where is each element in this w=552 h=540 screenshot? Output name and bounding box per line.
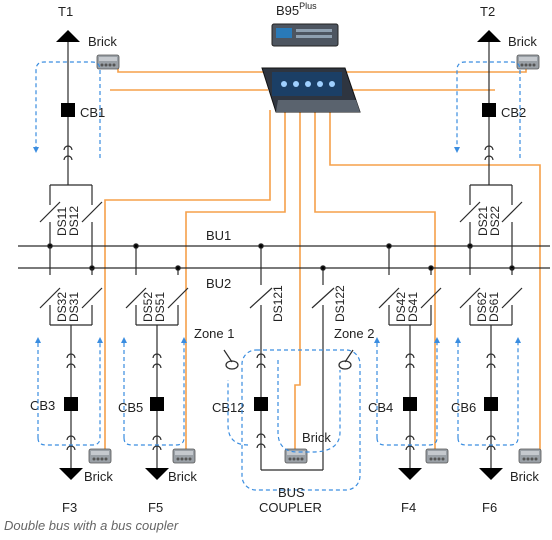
ds122-label: DS122: [333, 285, 347, 322]
ds41-label: DS41: [406, 292, 420, 322]
brick-f3-label: Brick: [84, 469, 113, 484]
brick-f5-label: Brick: [168, 469, 197, 484]
zone-loop-f4: [376, 337, 440, 446]
breaker-cb2: [482, 103, 496, 117]
brick-f4: [425, 448, 449, 464]
fiber-link-brick-t1: [117, 62, 268, 73]
figure-caption: Double bus with a bus coupler: [4, 518, 179, 533]
bu2-label: BU2: [206, 276, 231, 291]
ds42-label: DS42: [394, 292, 408, 322]
bay-f3: [39, 246, 103, 480]
breaker-cb1: [61, 103, 75, 117]
transformer-t1-arrow: [56, 30, 80, 42]
feeder-f3-label: F3: [62, 500, 77, 515]
zone1-label: Zone 1: [194, 326, 234, 341]
cb3-label: CB3: [30, 398, 55, 413]
brick-t2-label: Brick: [508, 34, 537, 49]
feeder-f4-label: F4: [401, 500, 416, 515]
brick-coupler: [284, 448, 308, 464]
ds11-label: DS11: [55, 207, 69, 236]
brick-t1: [96, 54, 120, 70]
ds21-label: DS21: [476, 206, 490, 236]
zone-loop-coupler: [227, 360, 341, 453]
ds32-label: DS32: [55, 292, 69, 322]
ds31-label: DS31: [67, 292, 81, 322]
brick-f6: [518, 448, 542, 464]
feeder-f5-label: F5: [148, 500, 163, 515]
fiber-link-f6: [329, 112, 541, 455]
ds62-label: DS62: [475, 292, 489, 322]
ds52-label: DS52: [141, 292, 155, 322]
bay-f6: [459, 246, 523, 480]
bay-f5: [125, 243, 189, 480]
fiber-link-brick-t2: [345, 62, 527, 73]
cb4-label: CB4: [368, 400, 393, 415]
fiber-link-f3: [104, 110, 271, 455]
transformer-t1-label: T1: [58, 4, 73, 19]
ds51-label: DS51: [153, 292, 167, 322]
cb6-label: CB6: [451, 400, 476, 415]
cb1-label: CB1: [80, 105, 105, 120]
brick-t2: [516, 54, 540, 70]
fiber-link-f4: [314, 112, 436, 455]
zone-loop-f3: [37, 337, 103, 446]
ds22-label: DS22: [488, 206, 502, 236]
ds121-label: DS121: [271, 285, 285, 322]
brick-f3: [88, 448, 112, 464]
brick-f5: [172, 448, 196, 464]
relay-label: B95Plus: [276, 1, 317, 18]
transformer-t2-arrow: [477, 30, 501, 42]
brick-t1-label: Brick: [88, 34, 117, 49]
cb5-label: CB5: [118, 400, 143, 415]
zone-loop-f6: [457, 337, 521, 446]
bay-f4: [378, 243, 442, 480]
bus-coupler-outline: [241, 349, 361, 491]
bu1-label: BU1: [206, 228, 231, 243]
ds61-label: DS61: [487, 292, 501, 322]
fiber-links: [104, 62, 541, 455]
fiber-link-f5: [185, 112, 286, 455]
fiber-link-coupler: [294, 112, 301, 455]
ds12-label: DS12: [67, 206, 81, 236]
zone-loop-t2: [454, 61, 521, 158]
brick-f6-label: Brick: [510, 469, 539, 484]
cb2-label: CB2: [501, 105, 526, 120]
relay-unit: [261, 23, 361, 113]
bay-t1: [39, 30, 103, 271]
zone2-label: Zone 2: [334, 326, 374, 341]
brick-coupler-label: Brick: [302, 430, 331, 445]
zone-loop-f5: [123, 337, 187, 446]
bus-coupler-label-line2: COUPLER: [259, 500, 322, 515]
bus-coupler-label-line1: BUS: [278, 485, 305, 500]
feeder-f6-label: F6: [482, 500, 497, 515]
transformer-t2-label: T2: [480, 4, 495, 19]
bay-bus-coupler: [223, 243, 354, 471]
